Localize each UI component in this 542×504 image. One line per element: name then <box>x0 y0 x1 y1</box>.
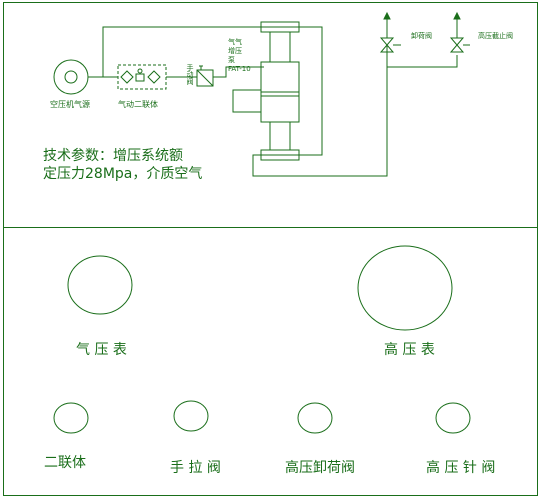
hand-valve-label: 手动阀 <box>186 63 194 86</box>
unload-valve-knob-icon <box>297 402 333 434</box>
pipe-handvalve-booster <box>213 66 264 78</box>
air-gauge-icon <box>67 255 133 315</box>
tech-params-line-1: 技术参数：增压系统额 <box>43 147 183 164</box>
compressor-icon <box>53 59 89 95</box>
high-pressure-gauge-label: 高 压 表 <box>384 341 435 358</box>
unload-valve-panel-label: 高压卸荷阀 <box>285 459 355 476</box>
booster-label-2: 增压 <box>228 46 242 55</box>
pipe-booster-side <box>232 89 261 113</box>
high-pressure-gauge-icon <box>357 245 453 331</box>
tech-params-line-2: 定压力28Mpa，介质空气 <box>43 166 202 182</box>
outer-frame <box>3 2 538 496</box>
air-gauge-label: 气 压 表 <box>76 342 127 358</box>
unload-valve-label: 卸荷阀 <box>411 31 432 40</box>
filter-unit-panel-label: 二联体 <box>44 455 86 471</box>
stop-valve-icon <box>449 11 470 53</box>
unload-valve-icon <box>379 11 401 67</box>
needle-valve-panel-label: 高 压 针 阀 <box>426 459 495 476</box>
booster-pump-icon <box>260 21 300 161</box>
filter-unit-icon <box>117 64 167 90</box>
pipe-booster-loop <box>299 26 323 156</box>
hand-valve-knob-icon <box>173 400 209 432</box>
hand-valve-icon <box>196 65 214 87</box>
stop-valve-label: 高压截止阀 <box>478 31 513 40</box>
pipe-supply-top <box>102 26 262 77</box>
booster-label-1: 气气 <box>228 37 242 46</box>
needle-valve-knob-icon <box>435 402 471 434</box>
pipe-hp-output <box>252 55 458 177</box>
booster-model-label: FAT-10 <box>228 65 251 73</box>
booster-label-3: 泵 <box>228 56 235 64</box>
hand-valve-panel-label: 手 拉 阀 <box>170 460 221 476</box>
filter-unit-label: 气动二联体 <box>118 99 158 109</box>
compressor-label: 空压机气源 <box>50 99 90 109</box>
filter-unit-knob-icon <box>53 402 89 434</box>
